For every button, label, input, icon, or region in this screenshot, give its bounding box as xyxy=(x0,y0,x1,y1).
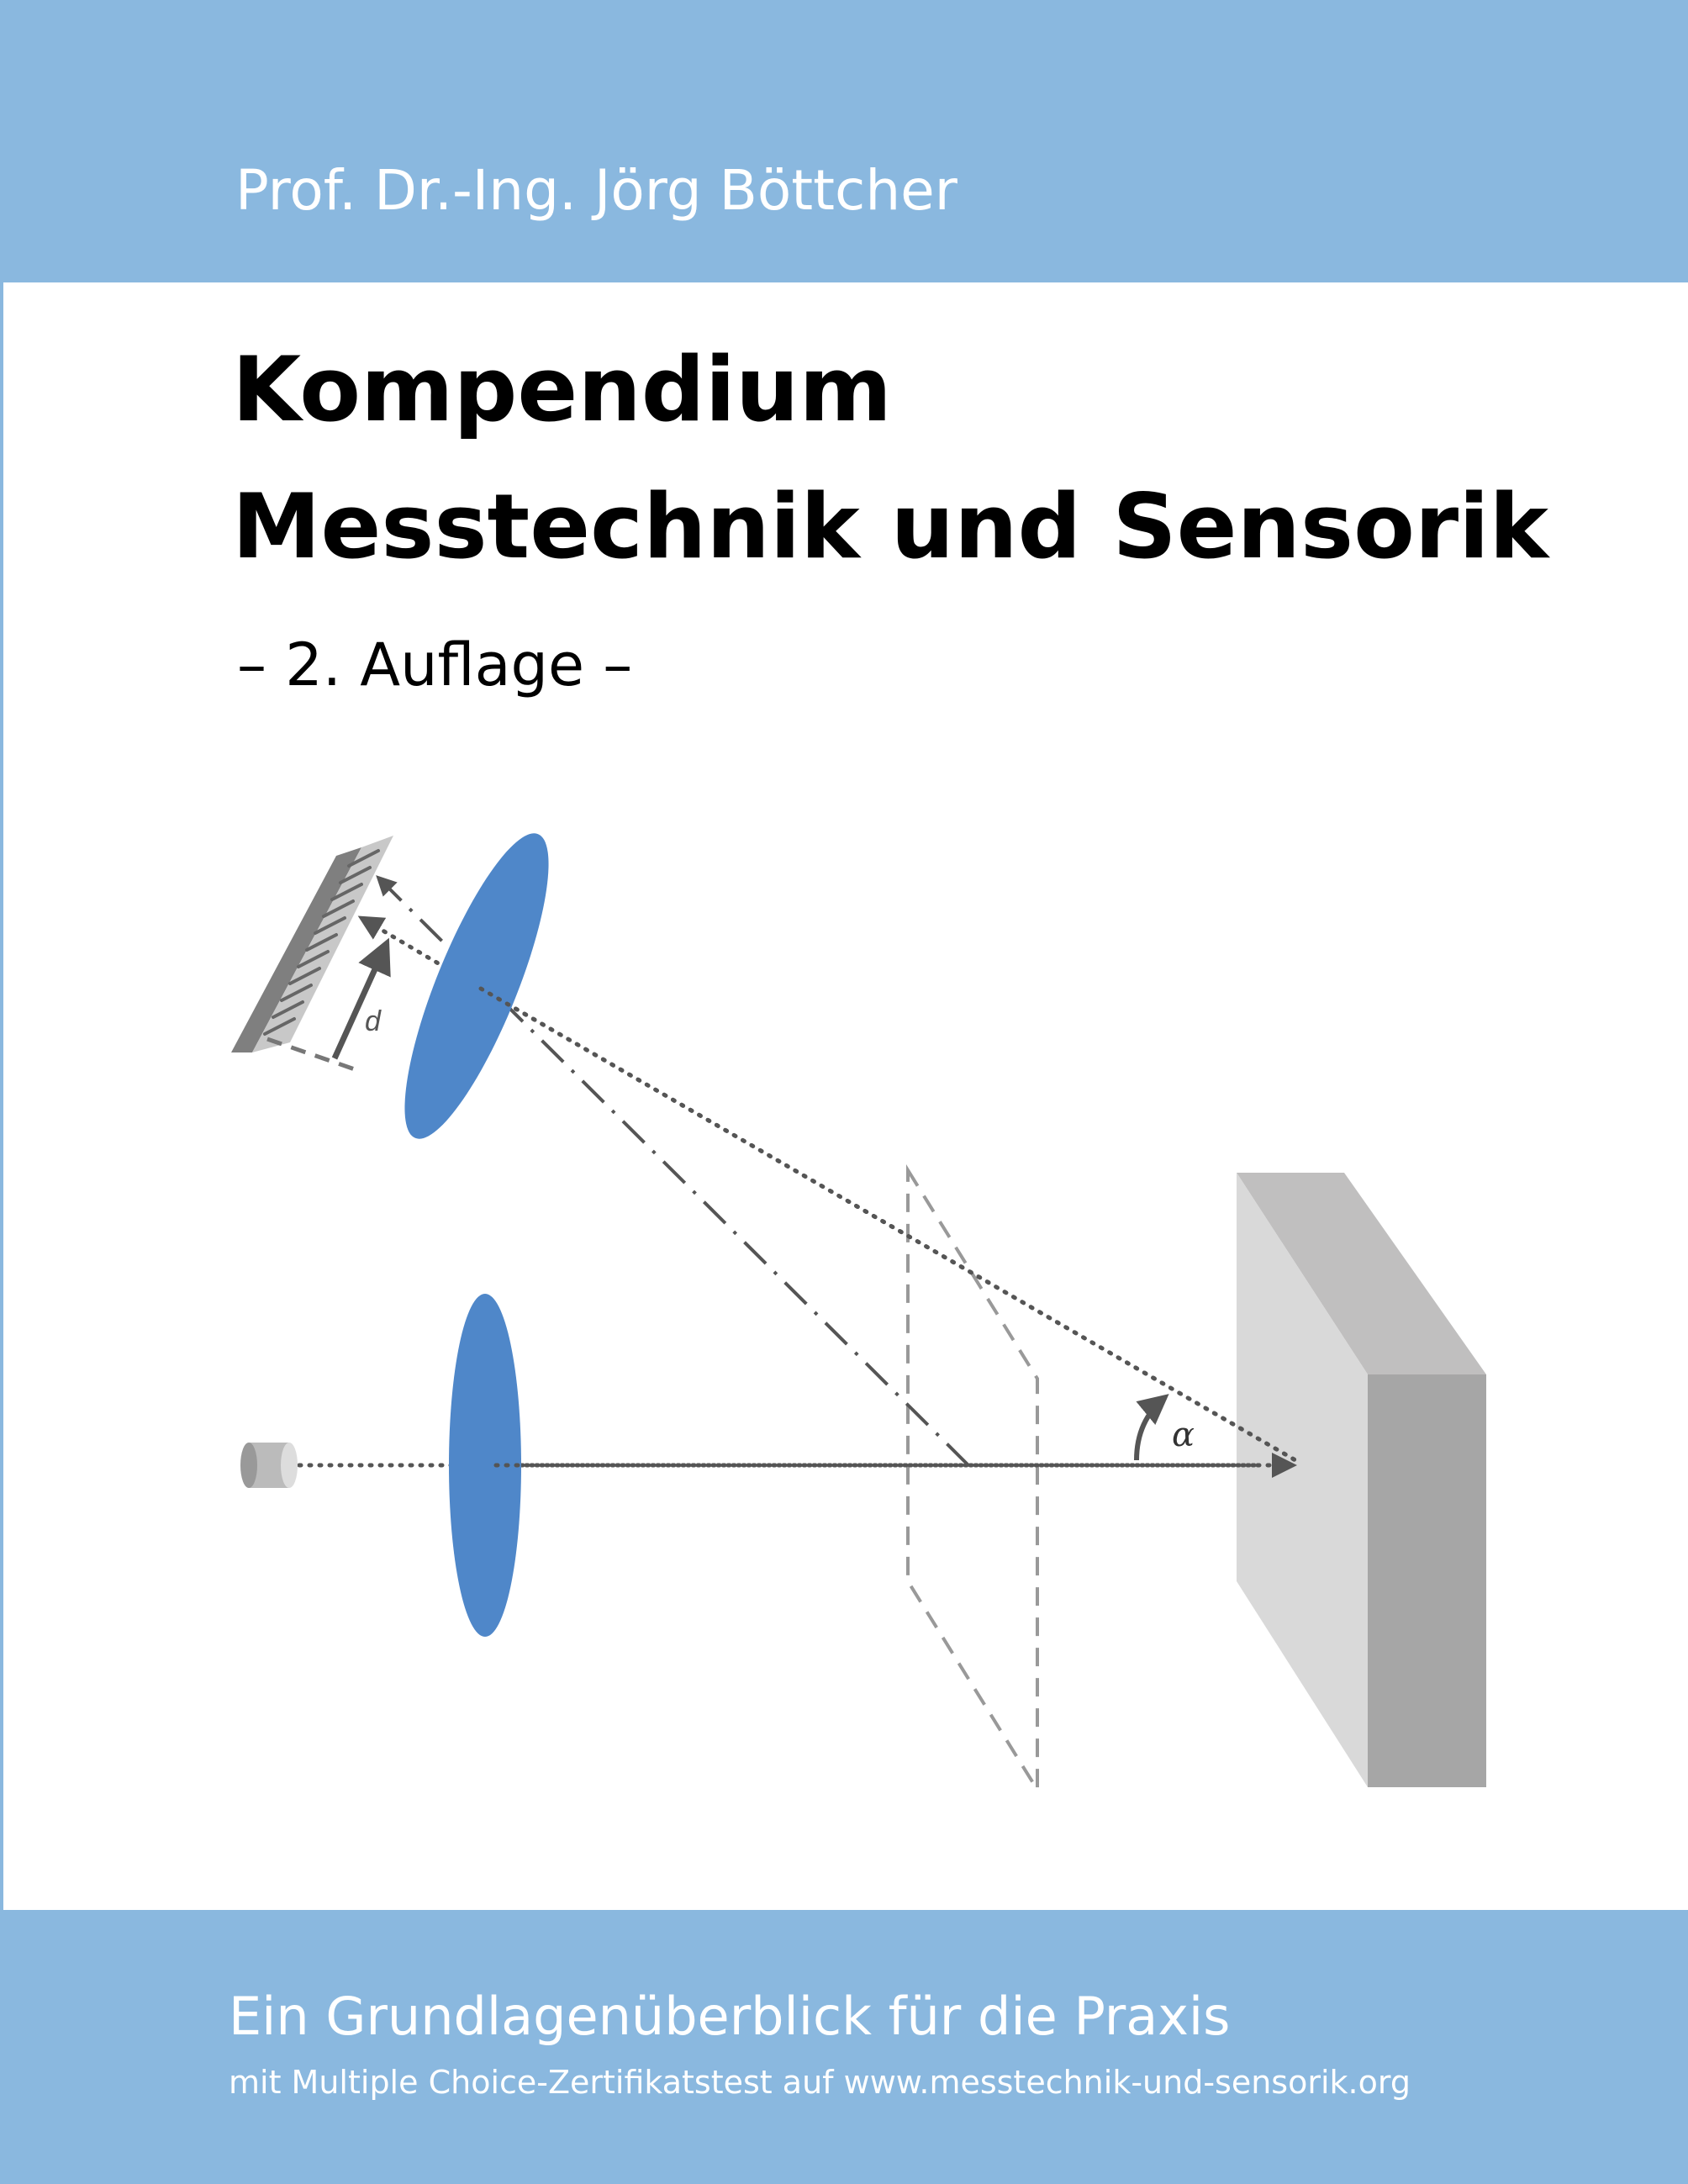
bottom-band xyxy=(0,1910,1688,2184)
label-alpha: α xyxy=(1172,1416,1195,1454)
distance-arrow xyxy=(331,937,391,1060)
title-line-2: Messtechnik und Sensorik xyxy=(232,475,1549,578)
measurement-plane xyxy=(906,1163,1039,1796)
lower-lens xyxy=(449,1294,521,1637)
light-source-icon xyxy=(240,1443,298,1488)
author-name: Prof. Dr.-Ing. Jörg Böttcher xyxy=(235,158,957,223)
subline: mit Multiple Choice-Zertifikatstest auf … xyxy=(229,2064,1411,2101)
upper-lens xyxy=(404,833,549,1139)
angle-arrow xyxy=(1134,1394,1169,1461)
left-edge xyxy=(0,282,3,1910)
label-d: d xyxy=(365,1005,382,1037)
title-line-1: Kompendium xyxy=(232,338,892,441)
top-band xyxy=(0,0,1688,282)
tagline: Ein Grundlagenüberblick für die Praxis xyxy=(229,1986,1231,2047)
target-block xyxy=(1237,1173,1486,1787)
edition-label: – 2. Auflage – xyxy=(237,630,633,699)
grating xyxy=(231,836,393,1072)
